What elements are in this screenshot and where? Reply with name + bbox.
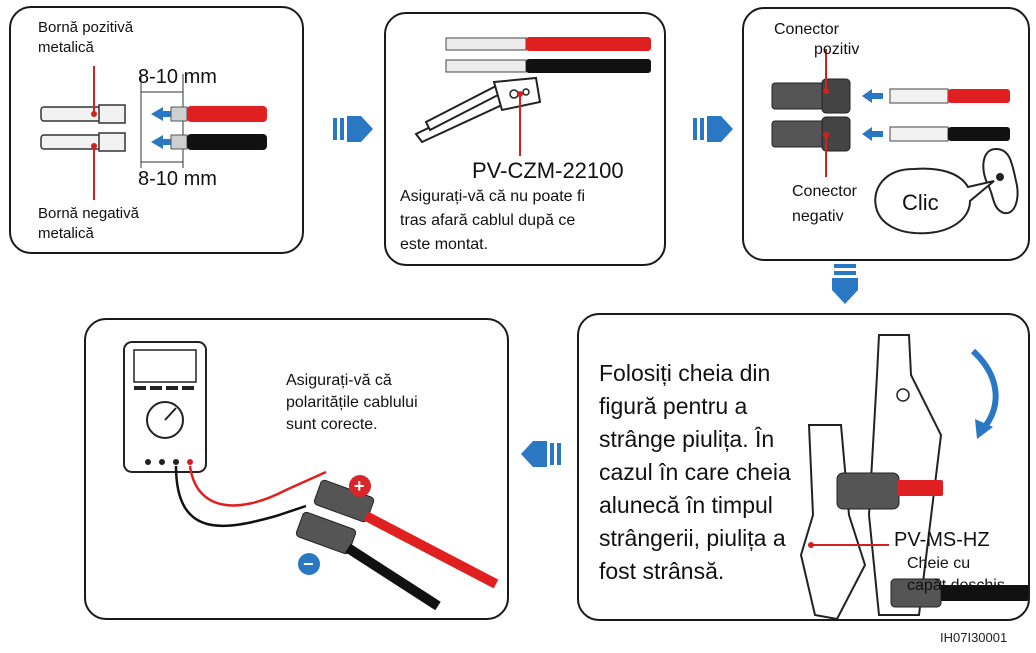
dimension-bottom: 8-10 mm: [138, 168, 217, 190]
red-cable: [187, 106, 267, 122]
tool-name: PV-CZM-22100: [472, 158, 624, 183]
rotation-arrow-icon: [970, 348, 999, 431]
click-label: Clic: [902, 190, 939, 215]
wrench-tightening-illustration: [799, 334, 1028, 619]
connector-negative-label-1: Conector: [792, 183, 857, 200]
negative-terminal-label: Bornă negativă metalică: [38, 205, 139, 242]
step1-panel: Bornă pozitivă metalică 8-10 mm 8-10 mm …: [9, 6, 304, 254]
arrow-down-icon: [832, 264, 858, 304]
panel2-note-line3: este montat.: [400, 236, 489, 253]
crimping-tool-illustration: [414, 37, 651, 156]
dimension-top: 8-10 mm: [138, 66, 217, 88]
minus-sign: −: [303, 554, 314, 574]
wrench-desc-2: capăt deschis: [907, 577, 1005, 594]
panel5-note-line2: polaritățile cablului: [286, 394, 418, 411]
connector-assembly-illustration: [771, 49, 1019, 235]
plus-sign: +: [354, 476, 365, 496]
ear-icon: [982, 147, 1019, 215]
arrow-right-icon: [693, 116, 733, 142]
step4-panel: Folosiți cheia din figură pentru a strân…: [577, 313, 1030, 621]
arrow-left-icon: [521, 441, 561, 467]
multimeter-check-illustration: [123, 341, 499, 611]
minus-sign-icon: [298, 553, 320, 575]
panel2-note-line2: tras afară cablul după ce: [400, 212, 576, 229]
figure-id: IH07I30001: [940, 630, 1008, 645]
multimeter-icon: [123, 341, 207, 473]
negative-terminal-icon: [40, 132, 126, 152]
arrow-right-icon: [333, 116, 373, 142]
positive-terminal-label: Bornă pozitivă metalică: [38, 19, 134, 56]
connector-positive-label-1: Conector: [774, 21, 839, 38]
panel2-note-line1: Asigurați-vă că nu poate fi: [400, 188, 585, 205]
connector-positive-label-2: pozitiv: [814, 41, 860, 58]
panel5-note-line1: Asigurați-vă că: [286, 372, 392, 389]
crimp-terminals-illustration: [40, 66, 267, 200]
positive-connector-icon: [771, 78, 851, 114]
click-bubble-icon: [874, 167, 995, 235]
plus-sign-icon: [349, 475, 371, 497]
step2-panel: PV-CZM-22100 Asigurați-vă că nu poate fi…: [384, 12, 666, 266]
panel5-note-line3: sunt corecte.: [286, 416, 378, 433]
wrench-instruction: Folosiți cheia din figură pentru a strân…: [599, 360, 791, 584]
positive-terminal-icon: [40, 104, 126, 124]
negative-connector-icon: [771, 116, 851, 152]
step5-panel: + − Asigurați-vă că polaritățile cablulu…: [84, 318, 509, 620]
wrench-name: PV-MS-HZ: [894, 529, 990, 551]
wrench-desc-1: Cheie cu: [907, 555, 971, 572]
step3-panel: Conector pozitiv Conector negativ Clic: [742, 7, 1030, 261]
black-cable: [187, 134, 267, 150]
connector-negative-label-2: negativ: [792, 208, 844, 225]
